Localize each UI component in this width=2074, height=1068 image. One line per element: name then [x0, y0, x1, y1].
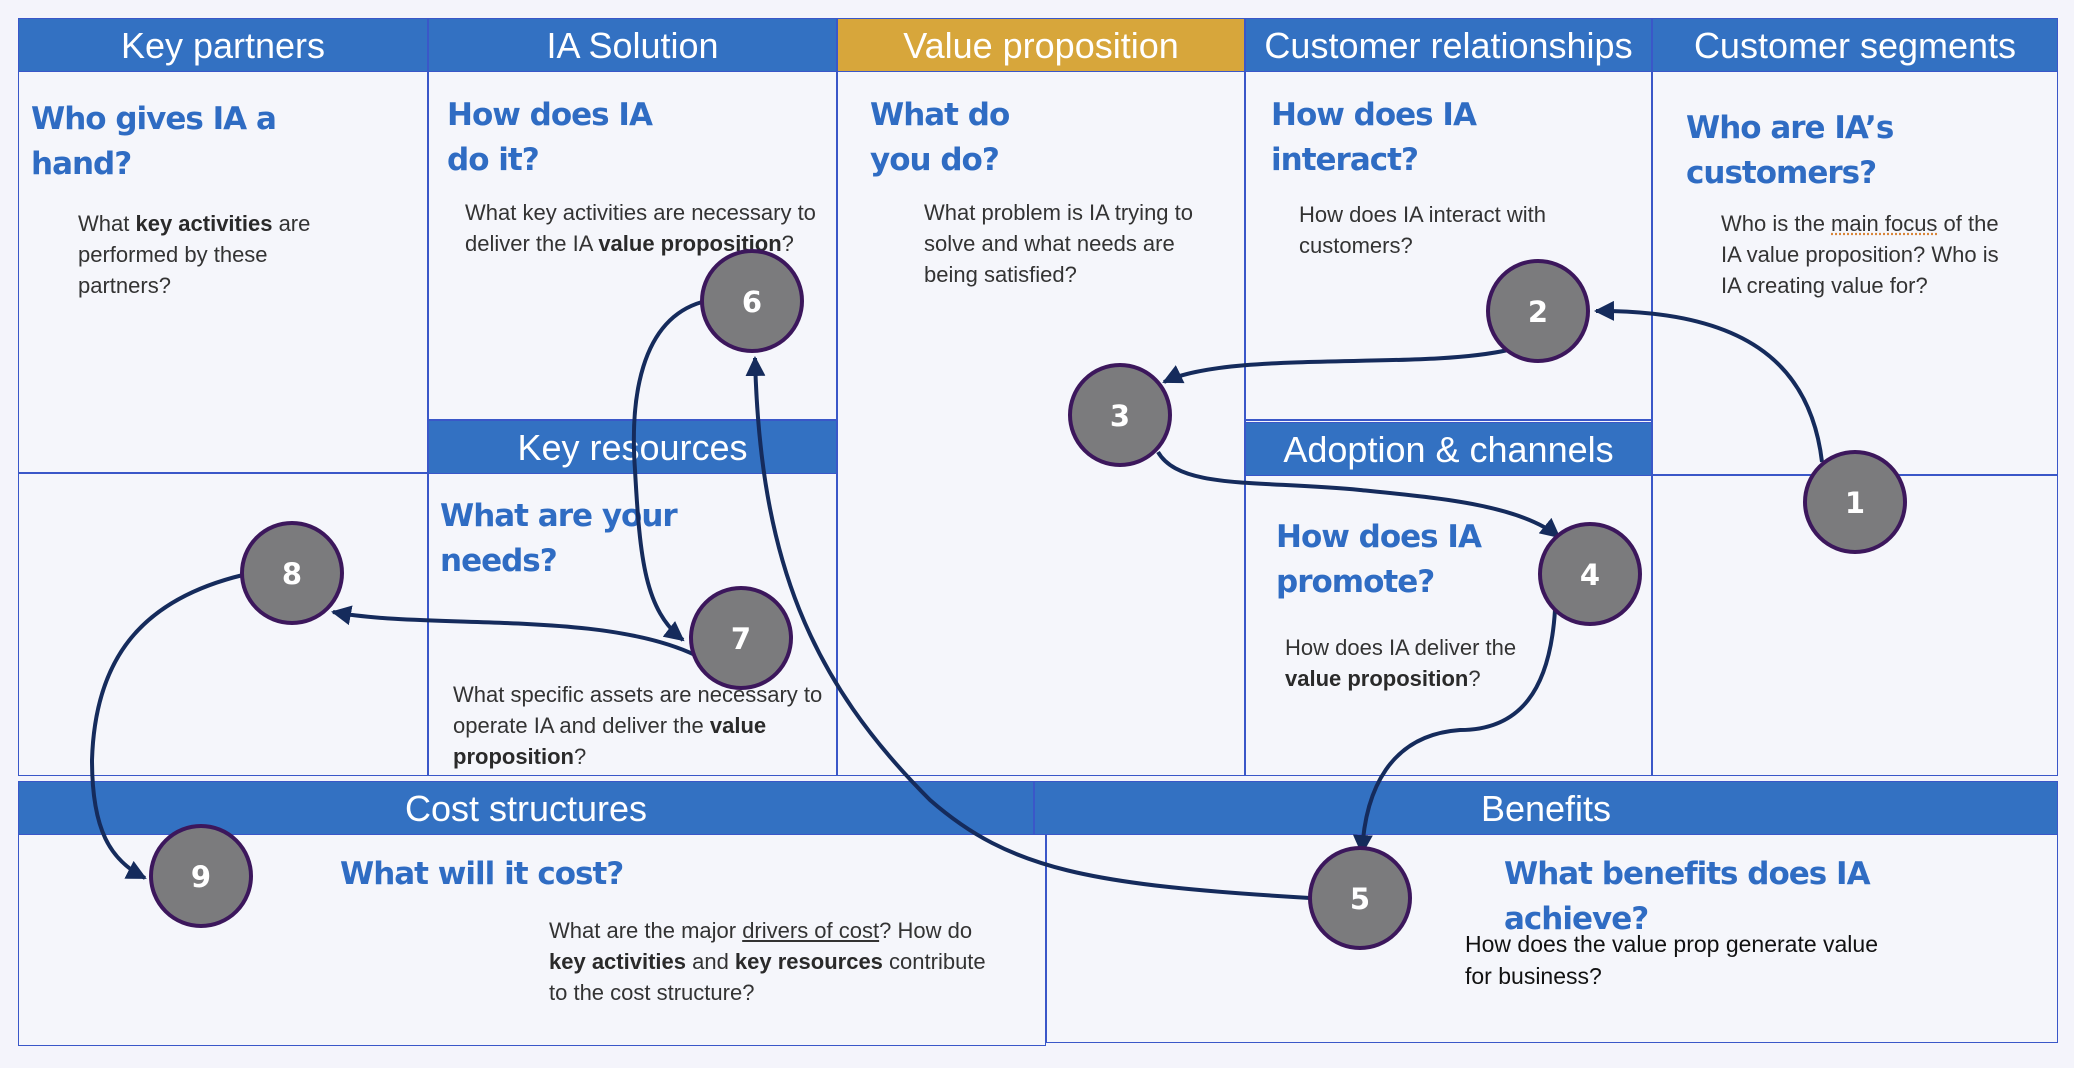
- arrow-3-to-4: [1156, 450, 1561, 539]
- adoption-channels-question: How does IA promote?: [1276, 519, 1482, 600]
- flow-node-label: 6: [742, 285, 762, 319]
- value-proposition-header: Value proposition: [837, 18, 1245, 72]
- value-proposition-cell: [837, 18, 1245, 776]
- flow-node-label: 2: [1528, 295, 1548, 329]
- flow-node-8: 8: [240, 521, 344, 625]
- customer-relationships-question: How does IA interact?: [1271, 97, 1477, 178]
- benefits-description: How does the value prop generate value f…: [1465, 931, 1879, 989]
- flow-node-label: 9: [191, 860, 211, 894]
- flow-node-label: 1: [1845, 486, 1865, 520]
- value-proposition-description: What problem is IA trying to solve and w…: [924, 200, 1193, 287]
- ia-solution-description: What key activities are necessary to del…: [465, 200, 816, 256]
- flow-node-label: 4: [1580, 558, 1600, 592]
- flow-node-1: 1: [1803, 450, 1907, 554]
- flow-node-4: 4: [1538, 522, 1642, 626]
- flow-node-3: 3: [1068, 363, 1172, 467]
- value-proposition-question: What do you do?: [870, 97, 1010, 178]
- customer-segments-description: Who is the main focus of the IA value pr…: [1721, 211, 1999, 298]
- flow-node-2: 2: [1486, 259, 1590, 363]
- key-partners-lower-cell: [18, 473, 428, 776]
- flow-node-5: 5: [1308, 846, 1412, 950]
- customer-relationships-cell: [1245, 18, 1652, 420]
- ia-solution-header: IA Solution: [428, 18, 837, 72]
- arrow-4-to-5: [1352, 609, 1557, 855]
- arrow-5-to-6: [745, 356, 1311, 900]
- key-resources-description: What specific assets are necessary to op…: [453, 682, 823, 769]
- flow-node-6: 6: [700, 249, 804, 353]
- flow-node-label: 7: [731, 622, 751, 656]
- key-partners-header: Key partners: [18, 18, 428, 72]
- key-partners-description: What key activities are performed by the…: [78, 211, 311, 298]
- adoption-channels-description: How does IA deliver the value propositio…: [1285, 635, 1517, 691]
- arrow-6-to-7: [631, 300, 703, 642]
- benefits-header: Benefits: [1034, 781, 2058, 835]
- adoption-channels-header: Adoption & channels: [1245, 422, 1652, 476]
- customer-segments-cell: [1652, 18, 2058, 475]
- flow-node-7: 7: [689, 586, 793, 690]
- arrow-1-to-2: [1594, 300, 1824, 463]
- ia-solution-question: How does IA do it?: [447, 97, 653, 178]
- flow-node-label: 8: [282, 557, 302, 591]
- key-partners-cell: [18, 18, 428, 473]
- arrow-8-to-9: [89, 573, 244, 880]
- key-partners-question: Who gives IA a hand?: [31, 101, 277, 182]
- flow-node-9: 9: [149, 824, 253, 928]
- cost-structures-description: What are the major drivers of cost? How …: [549, 918, 986, 1005]
- cost-structures-header: Cost structures: [18, 781, 1034, 835]
- flow-node-label: 3: [1110, 399, 1130, 433]
- flow-node-label: 5: [1350, 882, 1370, 916]
- arrow-7-to-8: [331, 605, 696, 657]
- cost-structures-question: What will it cost?: [340, 856, 624, 892]
- customer-relationships-description: How does IA interact with customers?: [1299, 202, 1547, 258]
- customer-segments-header: Customer segments: [1652, 18, 2058, 72]
- arrow-2-to-3: [1162, 348, 1509, 384]
- customer-relationships-header: Customer relationships: [1245, 18, 1652, 72]
- benefits-question: What benefits does IA achieve?: [1504, 856, 1871, 937]
- customer-segments-question: Who are IA’s customers?: [1686, 110, 1894, 191]
